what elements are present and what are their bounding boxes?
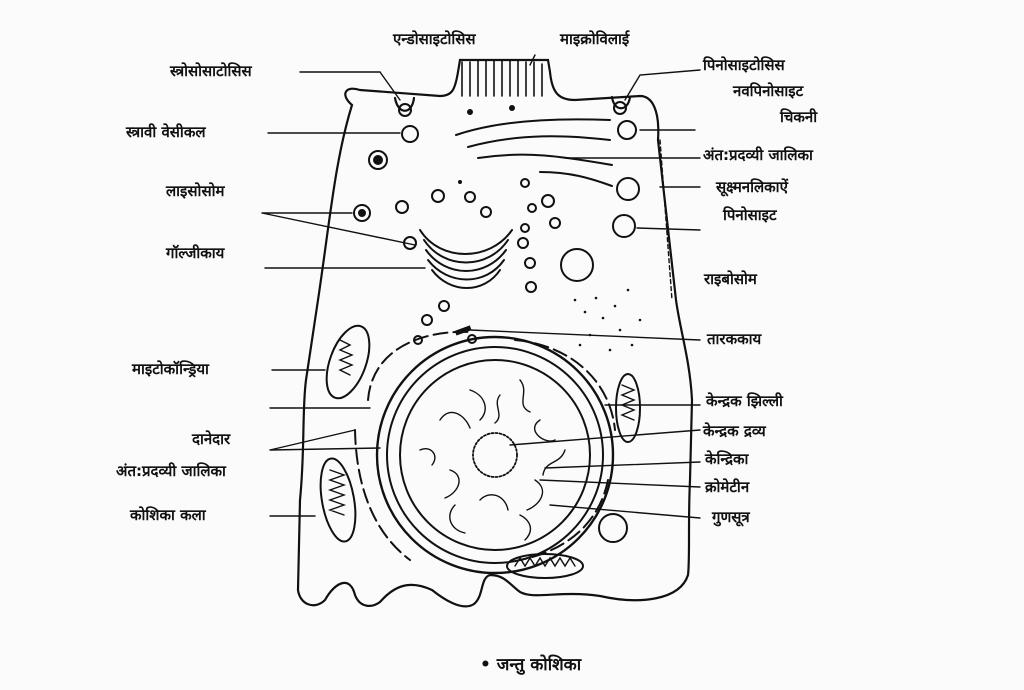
microvilli [461, 59, 543, 97]
endoplasmic-reticulum-top [455, 118, 613, 187]
label-mitochondria: माइटोकॉन्ड्रिया [132, 360, 209, 378]
label-er-left: अंत:प्रदव्यी जालिका [116, 462, 226, 480]
ribosome-dots [573, 288, 642, 352]
nucleus [375, 335, 615, 575]
label-nuclear-membrane: केन्द्रक झिल्ली [706, 392, 783, 410]
label-er-right: अंत:प्रदव्यी जालिका [703, 146, 813, 164]
label-nucleoplasm: केन्द्रक द्रव्य [703, 422, 766, 440]
label-centrosome: तारककाय [707, 330, 762, 348]
label-cell-membrane: कोशिका कला [130, 506, 206, 524]
label-microtubules: सूक्ष्मनलिकाऐं [716, 178, 788, 196]
cell-outline [296, 58, 694, 608]
pinocytosis-pit [610, 95, 632, 110]
centrosome [454, 325, 472, 336]
golgi-body [419, 229, 513, 289]
label-ribosome: राइबोसोम [704, 270, 757, 288]
endocytosis-pit [393, 96, 416, 112]
label-smooth: चिकनी [780, 108, 818, 126]
label-pinocytosis: पिनोसाइटोसिस [703, 56, 785, 74]
cytoplasm-dots [458, 105, 515, 184]
label-pinosite: पिनोसाइट [723, 206, 777, 224]
label-endocytosis: एन्डोसाइटोसिस [393, 30, 476, 48]
endoplasmic-reticulum-rough [354, 330, 616, 561]
label-chromosome: गुणसूत्र [712, 508, 750, 526]
label-golgi-body: गॉल्जीकाय [166, 244, 225, 262]
caption-text: जन्तु कोशिका [496, 655, 582, 675]
vesicles [353, 101, 640, 345]
mitochondria [319, 324, 641, 579]
label-microvilli: माइक्रोविलाई [560, 30, 630, 48]
label-new-pinosite: नवपिनोसाइट [733, 82, 804, 100]
label-nucleolus: केन्द्रिका [705, 450, 749, 468]
label-lysosome: लाइसोसोम [166, 182, 225, 200]
leader-lines [261, 54, 701, 519]
label-secretory-vesicle: स्त्रावी वेसीकल [126, 123, 206, 141]
label-granular: दानेदार [192, 430, 231, 448]
label-exocytosis: स्त्रोसोसाटोसिस [170, 62, 252, 80]
label-chromatin: क्रोमेटीन [705, 478, 750, 496]
diagram-caption: • जन्तु कोशिका [480, 655, 582, 675]
